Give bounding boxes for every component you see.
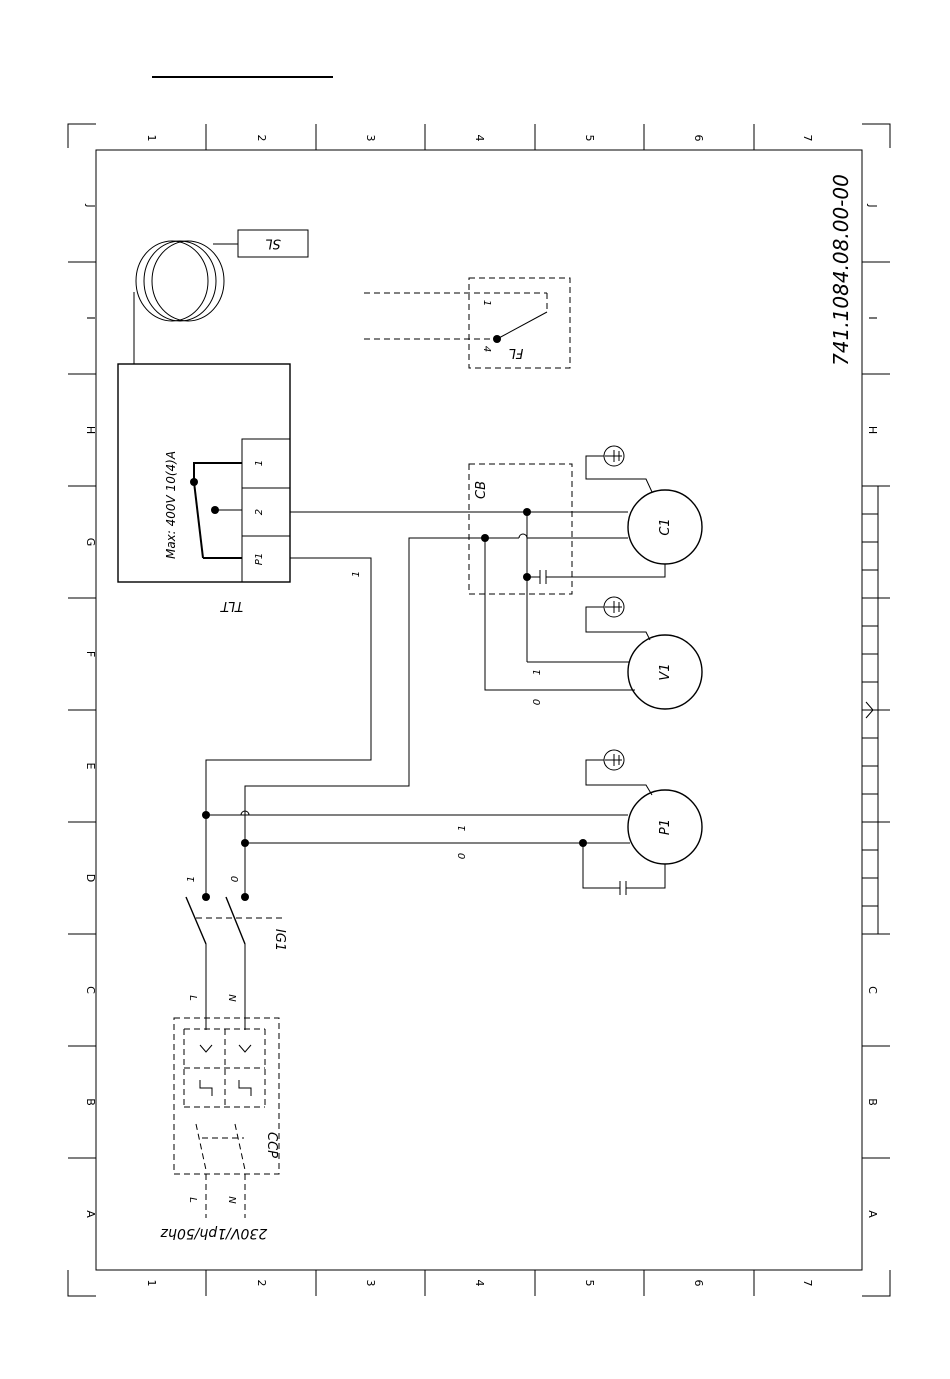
row-label: B xyxy=(84,1098,97,1106)
col-label: 7 xyxy=(801,135,814,142)
wire-label: 1 xyxy=(351,571,362,577)
c1-label: C1 xyxy=(658,518,673,535)
tlt-internal-contact xyxy=(190,463,242,558)
wire-label: N xyxy=(226,994,237,1002)
wire-label: L xyxy=(187,1197,198,1203)
ground-icon xyxy=(586,750,652,795)
supply-lines xyxy=(206,1174,245,1218)
row-labels-left: J I H G F E D C B A xyxy=(84,203,97,1218)
drawing-frame xyxy=(96,150,862,1270)
wire-label: 0 xyxy=(532,699,543,705)
tlt-terminal-p1: P1 xyxy=(254,553,265,565)
sl-label: SL xyxy=(265,236,281,251)
sl-capillary-coil xyxy=(134,241,238,364)
col-label: 5 xyxy=(583,135,596,142)
supply-label: 230V/1ph/50hz xyxy=(160,1225,267,1241)
tlt-rating: Max: 400V 10(4)A xyxy=(164,451,178,559)
column-labels-bottom: 1 2 3 4 5 6 7 xyxy=(145,1280,814,1287)
tlt-body xyxy=(118,364,290,582)
wire-label: N xyxy=(226,1196,237,1204)
wiring xyxy=(206,512,665,897)
row-label: H xyxy=(866,426,879,434)
ig1-label: IG1 xyxy=(272,929,287,951)
wire-label: L xyxy=(187,995,198,1001)
row-label: C xyxy=(84,986,97,994)
row-label: I xyxy=(866,316,879,319)
ccp-internals xyxy=(184,1018,265,1170)
row-label: G xyxy=(84,538,97,547)
col-label: 1 xyxy=(145,1280,158,1287)
col-label: 6 xyxy=(692,135,705,142)
tlt-terminal-block xyxy=(242,439,290,582)
fl-wiring xyxy=(364,293,547,343)
col-label: 5 xyxy=(583,1280,596,1287)
wire-label: 0 xyxy=(230,876,241,882)
wire-junctions xyxy=(202,508,587,901)
corner-marks xyxy=(68,124,890,1296)
col-label: 2 xyxy=(255,1280,268,1287)
wire-label: 0 xyxy=(457,853,468,859)
cb-label: CB xyxy=(474,481,489,499)
wire-label: 1 xyxy=(457,825,468,831)
col-label: 3 xyxy=(364,1280,377,1287)
column-ticks xyxy=(206,124,754,1296)
tlt-terminal-1: 1 xyxy=(254,460,265,466)
tlt-label: TLT xyxy=(220,598,243,613)
row-ticks xyxy=(68,262,890,1158)
wire-label: 1 xyxy=(532,669,543,675)
v1-label: V1 xyxy=(658,663,673,680)
row-label: B xyxy=(866,1098,879,1106)
drawing-number: 741.1084.08.00-00 xyxy=(829,174,853,366)
col-label: 4 xyxy=(473,1280,486,1287)
wire-label: 1 xyxy=(186,876,197,882)
col-label: 4 xyxy=(473,135,486,142)
column-labels-top: 1 2 3 4 5 6 7 xyxy=(145,135,814,142)
col-label: 6 xyxy=(692,1280,705,1287)
row-label: A xyxy=(866,1210,879,1218)
ground-icon xyxy=(586,597,650,640)
p1-label: P1 xyxy=(658,819,673,835)
row-label: D xyxy=(84,874,97,882)
row-label: E xyxy=(84,763,97,770)
row-label: A xyxy=(84,1210,97,1218)
row-label: H xyxy=(84,426,97,434)
ground-icon xyxy=(586,446,652,492)
row-label: J xyxy=(866,203,879,207)
row-label: F xyxy=(84,651,97,657)
col-label: 2 xyxy=(255,135,268,142)
row-label: C xyxy=(866,986,879,994)
title-block-ladder xyxy=(862,486,878,934)
row-label: I xyxy=(84,316,97,319)
row-label: J xyxy=(84,203,97,207)
fl-contact-4: 4 xyxy=(481,346,492,352)
tlt-terminal-2: 2 xyxy=(254,509,265,515)
col-label: 7 xyxy=(801,1280,814,1287)
col-label: 3 xyxy=(364,135,377,142)
fl-contact-1: 1 xyxy=(481,300,492,306)
ccp-box xyxy=(174,1018,279,1174)
col-label: 1 xyxy=(145,135,158,142)
ccp-label: CCP xyxy=(264,1132,279,1158)
fl-label: FL xyxy=(509,345,524,360)
